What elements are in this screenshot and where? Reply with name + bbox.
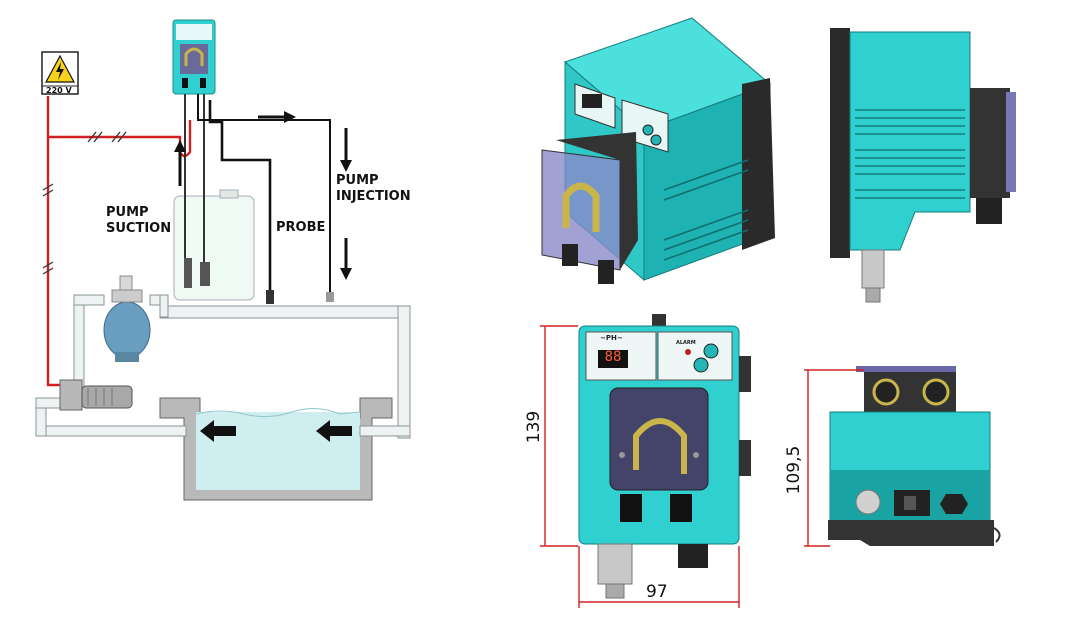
probe-holder [266, 290, 274, 304]
bottom-dimension-lines [804, 369, 864, 547]
pump-suction-label: PUMP SUCTION [106, 205, 172, 236]
installation-schematic [35, 19, 411, 501]
injection-point [326, 292, 334, 302]
side-pump-view [830, 28, 1016, 303]
pool-basin [159, 397, 393, 501]
circulation-pump [59, 379, 133, 411]
bottom-pump-view [804, 366, 1001, 547]
alarm-caption: ALARM [676, 340, 696, 346]
pump-injection-label: PUMP INJECTION [336, 173, 411, 204]
front-width-dimension: 97 [646, 582, 668, 602]
up-button-icon [703, 343, 719, 359]
cable-gland-icon [855, 489, 881, 515]
display-digits: 88 [604, 349, 622, 365]
chemical-tank [173, 189, 255, 301]
alarm-led-icon [685, 349, 691, 355]
dosing-pump-small [172, 19, 216, 95]
front-pump-view [540, 314, 751, 608]
panel-caption: ~PH~ [600, 334, 623, 342]
front-height-dimension: 139 [524, 410, 544, 444]
sand-filter [103, 275, 151, 362]
side-ribs [855, 109, 965, 199]
bottom-height-dimension: 109,5 [784, 445, 804, 495]
isometric-pump-view [541, 17, 775, 284]
down-button-icon [693, 357, 709, 373]
voltage-label: 220 V [46, 86, 72, 95]
digital-display [598, 350, 628, 368]
pipework [35, 294, 411, 439]
tubing [184, 94, 331, 300]
high-voltage-warning-icon [41, 51, 79, 95]
probe-label: PROBE [276, 220, 326, 235]
direction-arrows [174, 111, 352, 280]
dimension-lines [540, 325, 740, 608]
flow-arrows [200, 420, 352, 442]
side-vents [663, 159, 749, 261]
wire-break-marks [42, 131, 127, 275]
connector-icon [940, 494, 968, 514]
